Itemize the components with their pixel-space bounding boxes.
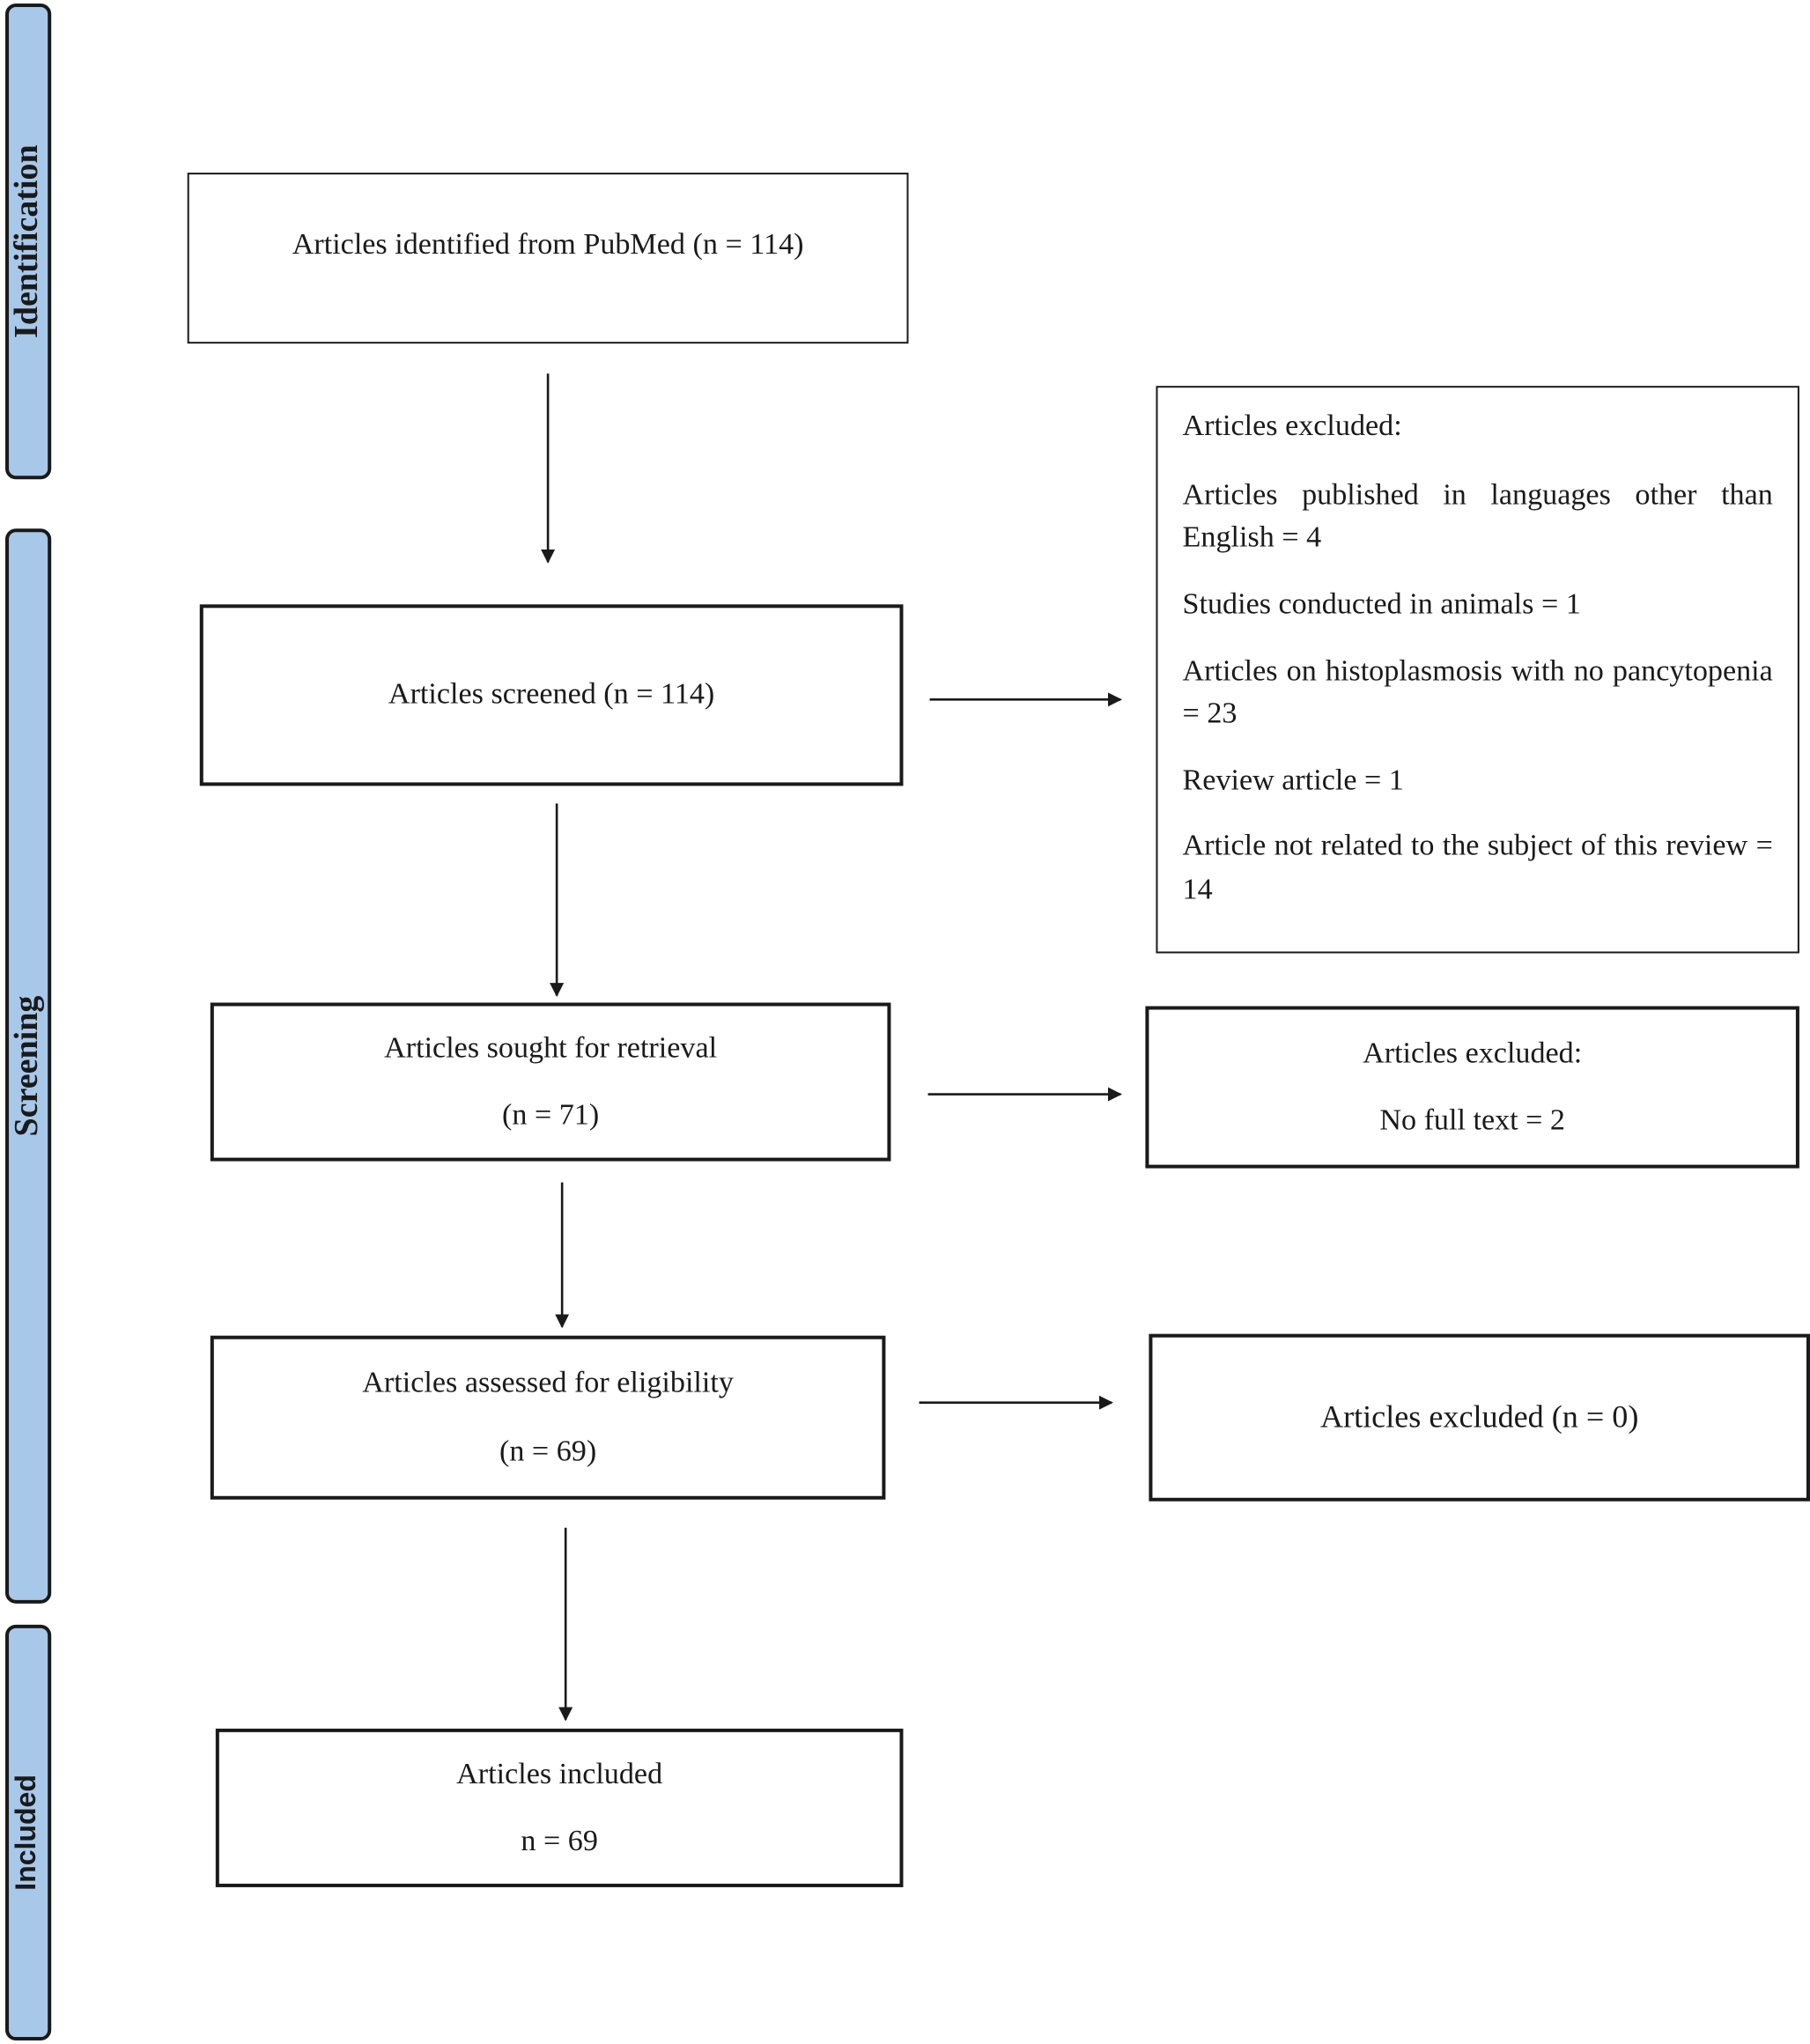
box-identified: Articles identified from PubMed (n = 114…	[187, 173, 909, 344]
phase-bar-included: Included	[5, 1624, 52, 2041]
box-excluded-screening: Articles excluded: Articles published in…	[1156, 386, 1799, 954]
box-sought-line2: (n = 71)	[501, 1097, 600, 1132]
box-excluded-retrieval: Articles excluded: No full text = 2	[1145, 1006, 1799, 1169]
phase-label-included: Included	[12, 1775, 43, 1891]
box-identified-text: Articles identified from PubMed (n = 114…	[292, 227, 804, 262]
excluded-screening-heading: Articles excluded:	[1182, 409, 1402, 443]
excluded-reason-no-pancytopenia: Articles on histoplasmosis with no pancy…	[1182, 653, 1773, 730]
box-sought-retrieval: Articles sought for retrieval (n = 71)	[210, 1002, 891, 1162]
box-included-line2: n = 69	[521, 1823, 598, 1857]
box-assessed-eligibility: Articles assessed for eligibility (n = 6…	[210, 1335, 886, 1500]
excluded-retrieval-detail: No full text = 2	[1379, 1103, 1565, 1137]
box-assessed-line1: Articles assessed for eligibility	[362, 1365, 734, 1399]
phase-label-screening: Screening	[9, 995, 47, 1137]
phase-bar-screening: Screening	[5, 528, 52, 1604]
excluded-reason-review: Review article = 1	[1182, 763, 1404, 797]
phase-bar-identification: Identification	[5, 4, 52, 480]
box-sought-line1: Articles sought for retrieval	[384, 1029, 718, 1064]
box-included: Articles included n = 69	[215, 1728, 904, 1887]
excluded-reason-unrelated: Article not related to the subject of th…	[1182, 829, 1773, 906]
box-screened-text: Articles screened (n = 114)	[388, 676, 715, 711]
phase-label-identification: Identification	[9, 144, 47, 338]
box-included-line1: Articles included	[456, 1756, 663, 1790]
box-screened: Articles screened (n = 114)	[199, 604, 904, 786]
box-assessed-line2: (n = 69)	[499, 1433, 597, 1467]
box-excluded-eligibility: Articles excluded (n = 0)	[1149, 1333, 1810, 1502]
excluded-reason-animals: Studies conducted in animals = 1	[1182, 587, 1581, 621]
excluded-reason-language: Articles published in languages other th…	[1182, 476, 1773, 554]
excluded-eligibility-text: Articles excluded (n = 0)	[1319, 1398, 1639, 1435]
excluded-retrieval-heading: Articles excluded:	[1363, 1035, 1583, 1069]
